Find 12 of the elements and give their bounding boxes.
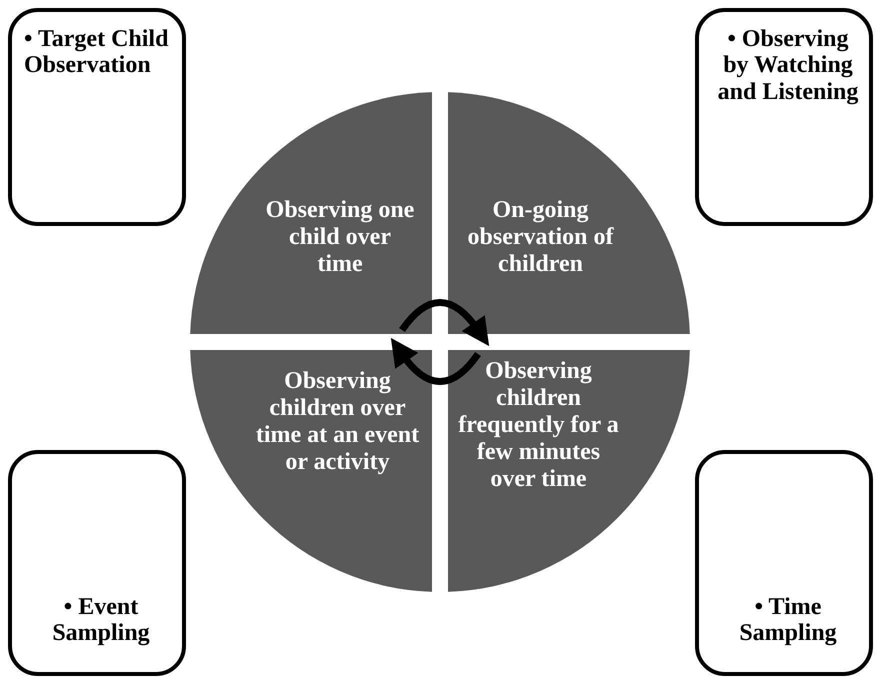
- text-box: [8, 8, 186, 226]
- text-box: [8, 450, 186, 676]
- quadrant-label: Observing children over time at an event or activity: [255, 368, 420, 476]
- bullet-text: • Observing by Watching and Listening: [716, 26, 860, 106]
- text-box: [695, 8, 873, 226]
- quadrant-label: Observing children frequently for a few minutes over time: [457, 358, 620, 492]
- quadrant-label: On-going observation of children: [466, 197, 615, 278]
- bullet-text: • Event Sampling: [51, 594, 151, 647]
- bullet-text: • Time Sampling: [738, 594, 838, 647]
- text-box: [695, 450, 873, 676]
- quadrant-label: Observing one child over time: [265, 197, 415, 278]
- bullet-text: • Target Child Observation: [24, 26, 170, 79]
